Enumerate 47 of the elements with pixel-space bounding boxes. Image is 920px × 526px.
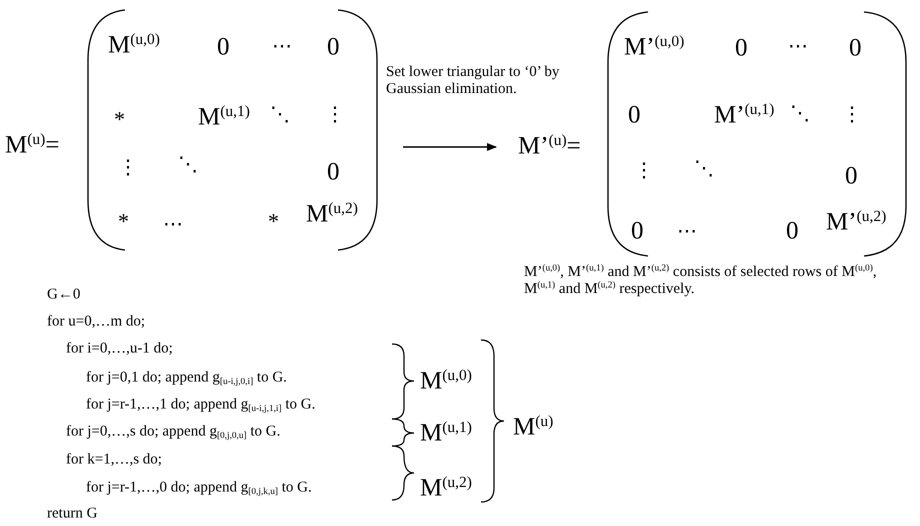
ellipsis: ⋱	[790, 102, 810, 124]
matrix-entry: M$^{(u,0)}$	[108, 32, 160, 60]
matrix-entry: 0	[845, 162, 858, 192]
matrix-entry: M’$^{(u,0)}$	[624, 34, 684, 62]
caption-text: M’$^{(u,0)}$, M’$^{(u,1)}$ and M’$^{(u,2)}$ consists of selected rows of M$^{(u,0)}$, M$^{(u,1)}$ and M$^{(u,2)}$ respectively.	[524, 264, 878, 298]
matrix-entry: 0	[217, 34, 230, 62]
ellipsis: ⋱	[270, 102, 290, 126]
matrix-entry: *	[114, 106, 125, 132]
matrix-entry: 0	[327, 158, 340, 188]
matrix-label: M$^{(u)}$	[513, 414, 554, 442]
matrix-block-label: M$^{(u,1)}$	[420, 420, 472, 448]
ellipsis: ⋮	[842, 102, 862, 126]
matrix-entry: 0	[631, 218, 644, 246]
matrix-entry: 0	[735, 34, 748, 64]
matrix-entry: *	[118, 208, 129, 234]
ellipsis: ⋯	[163, 212, 183, 236]
ellipsis: ⋱	[178, 152, 198, 176]
matrix-block-label: M$^{(u,0)}$	[420, 368, 472, 396]
ellipsis: ⋯	[788, 34, 808, 58]
matrix-entry: M’$^{(u,1)}$	[714, 102, 774, 130]
annotation-text: Set lower triangular to ‘0’ by Gaussian elimination.	[386, 64, 560, 98]
ellipsis: ⋮	[325, 102, 345, 126]
matrix-entry: M’$^{(u,2)}$	[826, 208, 886, 238]
matrix-entry: M$^{(u,1)}$	[198, 104, 250, 132]
matrix-entry: 0	[786, 218, 798, 246]
ellipsis: ⋱	[694, 156, 714, 180]
matrix-entry: M$^{(u,2)}$	[306, 200, 358, 230]
matrix-entry: 0	[849, 34, 862, 64]
code-line: return G	[47, 505, 98, 523]
matrix-entry: *	[268, 208, 279, 234]
ellipsis: ⋯	[677, 220, 697, 242]
code-line: G←0	[47, 286, 80, 304]
matrix-block-label: M$^{(u,2)}$	[420, 474, 472, 504]
matrix-label: M’$^{(u)}$=	[518, 132, 581, 162]
code-line: for j=0,…,s do; append g$_{[0,j,0,u]}$ to G.	[66, 423, 280, 441]
matrix-entry: 0	[327, 34, 340, 62]
matrix-label: M$^{(u)}$=	[5, 132, 60, 160]
code-line: for u=0,…m do;	[47, 313, 146, 331]
ellipsis: ⋮	[118, 156, 138, 178]
matrix-entry: 0	[628, 102, 640, 130]
code-line: for k=1,…,s do;	[66, 451, 162, 469]
code-line: for j=r-1,…,0 do; append g$_{[0,j,k,u]}$ to G.	[86, 479, 312, 497]
ellipsis: ⋮	[634, 158, 654, 182]
ellipsis: ⋯	[272, 34, 292, 58]
code-line: for j=r-1,…,1 do; append g$_{[u-i,j,1,i]}$ to G.	[86, 396, 316, 414]
code-line: for i=0,…,u-1 do;	[66, 340, 173, 358]
code-line: for j=0,1 do; append g$_{[u-i,j,0,i]}$ to G.	[86, 369, 287, 387]
